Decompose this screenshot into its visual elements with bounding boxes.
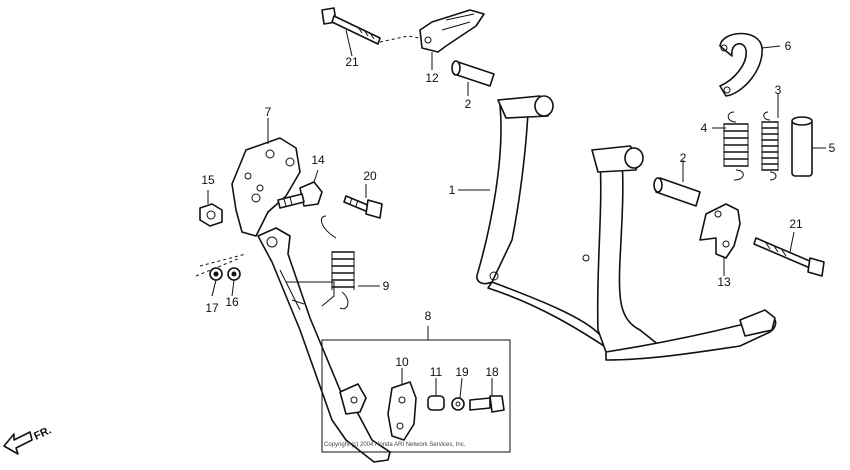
callout-8: 8: [425, 309, 432, 323]
side-stand-spring: [320, 215, 355, 310]
callout-3: 3: [775, 83, 782, 97]
front-direction-arrow: FR.: [3, 424, 53, 455]
callout-21-right: 21: [789, 217, 803, 231]
bolt-upper: [321, 7, 421, 45]
copyright-text: Copyright (c) 2004 Honda ARI Network Ser…: [324, 442, 466, 448]
callout-16: 16: [225, 295, 239, 309]
callout-19: 19: [455, 365, 469, 379]
direction-label: FR.: [32, 424, 53, 442]
callouts: 1 2 2 3 4 5 6 7 8 9 10 11 12 13 14 15 16…: [201, 39, 835, 379]
stopper-bolt: [469, 395, 505, 413]
callout-11: 11: [430, 365, 443, 379]
washer-17: [209, 267, 223, 281]
flange-bolt: [343, 195, 383, 219]
spring-sleeve: [791, 116, 813, 177]
spring-inner: [761, 111, 779, 181]
stand-bracket-lower: [699, 203, 741, 259]
stopper-washer: [451, 397, 465, 411]
callout-5: 5: [829, 141, 836, 155]
collar-upper: [451, 60, 495, 87]
callout-21-upper: 21: [345, 55, 359, 69]
callout-20: 20: [363, 169, 377, 183]
callout-10: 10: [395, 355, 409, 369]
side-stand-kit-box: [321, 339, 511, 453]
stand-bracket-upper: [419, 9, 485, 53]
collar-right: [653, 177, 701, 207]
bolt-right: [753, 237, 825, 277]
callout-6: 6: [785, 39, 792, 53]
callout-2-upper: 2: [465, 97, 472, 111]
main-stand: [476, 95, 777, 361]
callout-17: 17: [205, 301, 219, 315]
pivot-bolt: [277, 181, 323, 209]
callout-2-right: 2: [680, 151, 687, 165]
callout-15: 15: [201, 173, 215, 187]
spring-outer: [723, 111, 749, 181]
clamp: [719, 32, 763, 97]
side-stand: [257, 227, 391, 463]
leader-lines: [207, 29, 826, 399]
side-stand-bracket: [231, 137, 301, 237]
callout-18: 18: [485, 365, 499, 379]
arrow-icon: [3, 431, 33, 455]
callout-9: 9: [383, 279, 390, 293]
callout-12: 12: [425, 71, 439, 85]
callout-1: 1: [449, 183, 456, 197]
washer-16: [227, 267, 241, 281]
callout-14: 14: [311, 153, 325, 167]
stopper-plate: [387, 381, 417, 441]
callout-4: 4: [701, 121, 708, 135]
nut: [199, 203, 223, 227]
stopper-rubber: [427, 395, 445, 411]
callout-13: 13: [717, 275, 731, 289]
callout-7: 7: [265, 105, 272, 119]
